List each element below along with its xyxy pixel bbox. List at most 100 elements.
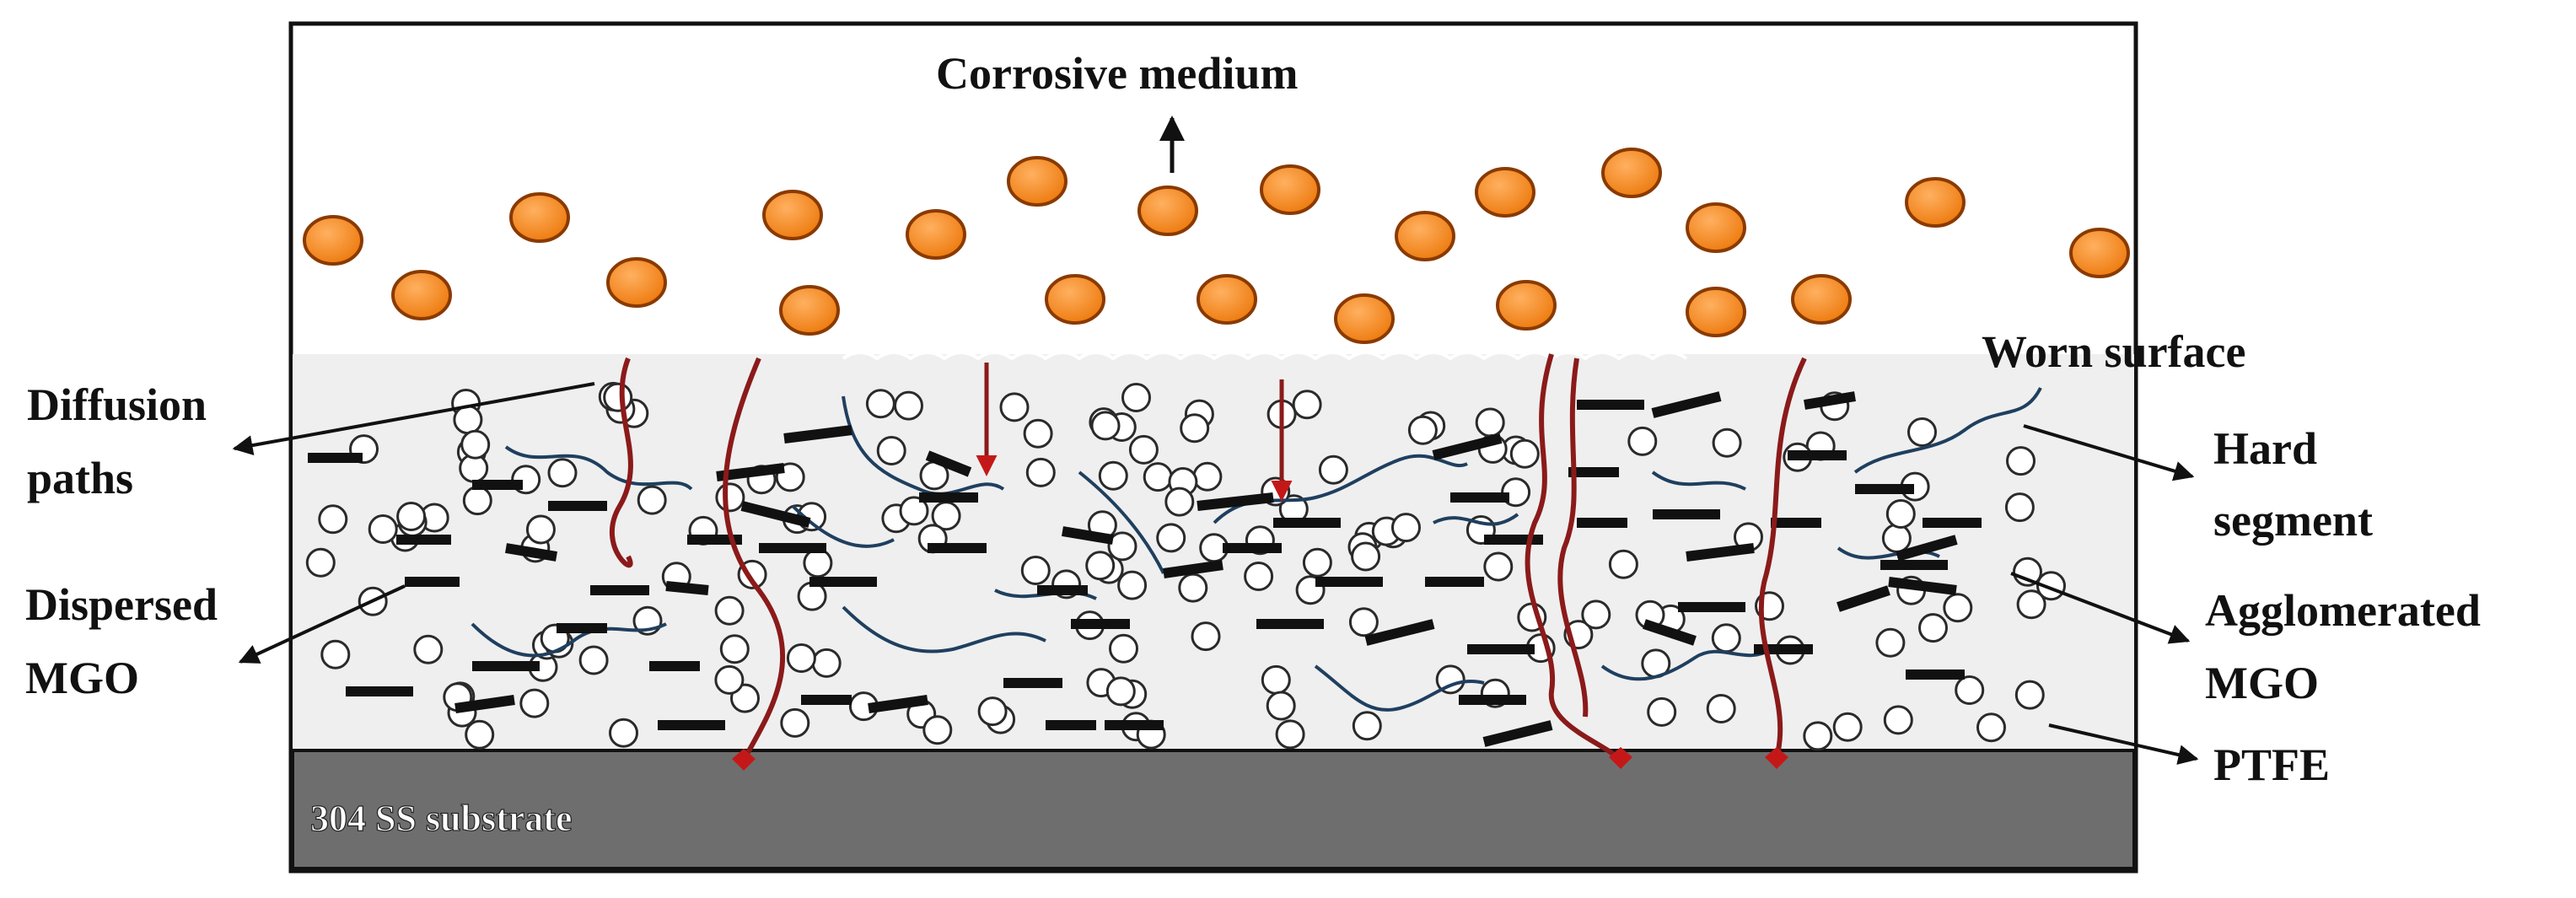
ptfe-pointer [2048,723,2199,765]
dispersed-mgo-label-line1: Dispersed [25,579,218,630]
ptfe-circle [1244,562,1274,591]
ptfe-circle [1164,487,1195,517]
hard-segment-label-line2: segment [2213,495,2373,546]
mgo-bar [1651,391,1722,418]
ptfe-circle [1352,711,1382,741]
ptfe-circle [547,458,578,488]
mgo-bar [1482,720,1553,747]
ptfe-circle [1711,623,1741,653]
ptfe-circle [1318,454,1348,485]
ptfe-circle [1266,691,1296,721]
ptfe-circle [1885,499,1916,529]
mgo-bar [783,425,852,444]
ptfe-circle [1107,531,1137,562]
ptfe-circle [714,595,745,626]
ptfe-circle [1191,621,1221,652]
mgo-bar [1888,577,1957,595]
corrosive-particle [762,190,823,240]
ptfe-circle [1883,705,1913,735]
hard-segment-line [1651,471,1746,491]
hard-segment-line [1433,513,1519,526]
dispersed-mgo-label-line2: MGO [25,653,139,703]
ptfe-circle [460,429,491,460]
mgo-bar [505,543,557,562]
corrosive-particle [1395,211,1455,261]
ptfe-circle [1020,556,1051,585]
ptfe-circle [1706,694,1736,723]
ptfe-circle [1918,613,1948,643]
ptfe-circle [637,485,667,515]
hard-segment-line [1314,664,1485,712]
mgo-bar [1804,391,1856,410]
corrosive-particle [779,285,840,336]
ptfe-circle [465,719,495,750]
hard-segment-line [504,445,693,491]
ptfe-circle [1881,523,1912,553]
ptfe-circle [578,645,609,675]
ptfe-circle [525,514,556,545]
mgo-bar [1643,619,1697,646]
agglomerated-mgo-label-line1: Agglomerated [2205,585,2481,636]
ptfe-circle [1261,664,1291,695]
ptfe-circle [462,486,492,516]
ptfe-circle [1435,664,1465,695]
penetration-arrows [976,363,1293,502]
ptfe-circle [1875,627,1906,658]
ptfe-circle [1391,513,1421,543]
hard-segment-line [1078,471,1165,574]
mgo-bars [308,391,1982,747]
ptfe-circle [1098,460,1128,491]
corrosive-particle [1496,280,1557,331]
ptfe-circle [368,514,398,544]
mgo-bar [1163,560,1223,578]
dispersed-mgo-pointer [238,584,406,664]
corrosive-particle [1260,164,1320,215]
corrosive-particle [2069,228,2130,278]
corrosive-particle [1137,186,1198,236]
ptfe-circle [1955,675,1985,705]
hard-segment-line [471,622,667,658]
corrosive-particle [1475,167,1535,218]
ptfe-circle [1143,462,1173,492]
substrate-layer [291,749,2136,870]
ptfe-circle [1832,712,1863,742]
corrosive-particles [303,148,2130,344]
diffusion-path-lines [609,353,1807,765]
ptfe-circle [1109,633,1138,664]
ptfe-circle [1117,570,1148,600]
ptfe-circle [2014,680,2045,710]
ptfe-circle [999,392,1030,422]
corrosive-particle [1334,293,1395,344]
corrosive-particle [1905,177,1966,228]
corrosive-particle [303,215,363,266]
ptfe-circle [396,502,427,531]
corrosive-particle [1686,287,1746,337]
ptfe-circle [1608,549,1638,579]
ptfe-circle [1192,461,1223,492]
ptfe-circle [1275,719,1305,750]
mgo-bar [454,695,515,713]
ptfe-circle [1156,523,1186,553]
ptfe-circle [1090,411,1121,441]
corrosive-particle [1045,274,1105,325]
mgo-bar [665,581,709,595]
ptfe-circle [1085,551,1116,581]
ptfe-circle [1180,413,1210,444]
ptfe-circle [876,436,906,465]
ptfe-circle [603,382,633,412]
ptfe-circle [899,496,929,526]
ptfe-circle [318,504,348,535]
ptfe-circle [865,389,895,419]
mgo-bar [1432,433,1503,460]
mgo-bar [1062,526,1114,545]
ptfe-circle [1712,427,1742,458]
mgo-bar [1197,492,1274,511]
ptfe-circle [1178,573,1208,603]
worn-surface-label: Worn surface [1982,326,2245,377]
hard-segment-pointer [2023,424,2195,481]
ptfe-circle [609,718,638,748]
diffusion-paths-label-line2: paths [27,453,133,503]
ptfe-circle [1121,383,1151,412]
substrate-label: 304 SS substrate [310,798,573,839]
ptfe-circle [977,696,1008,727]
